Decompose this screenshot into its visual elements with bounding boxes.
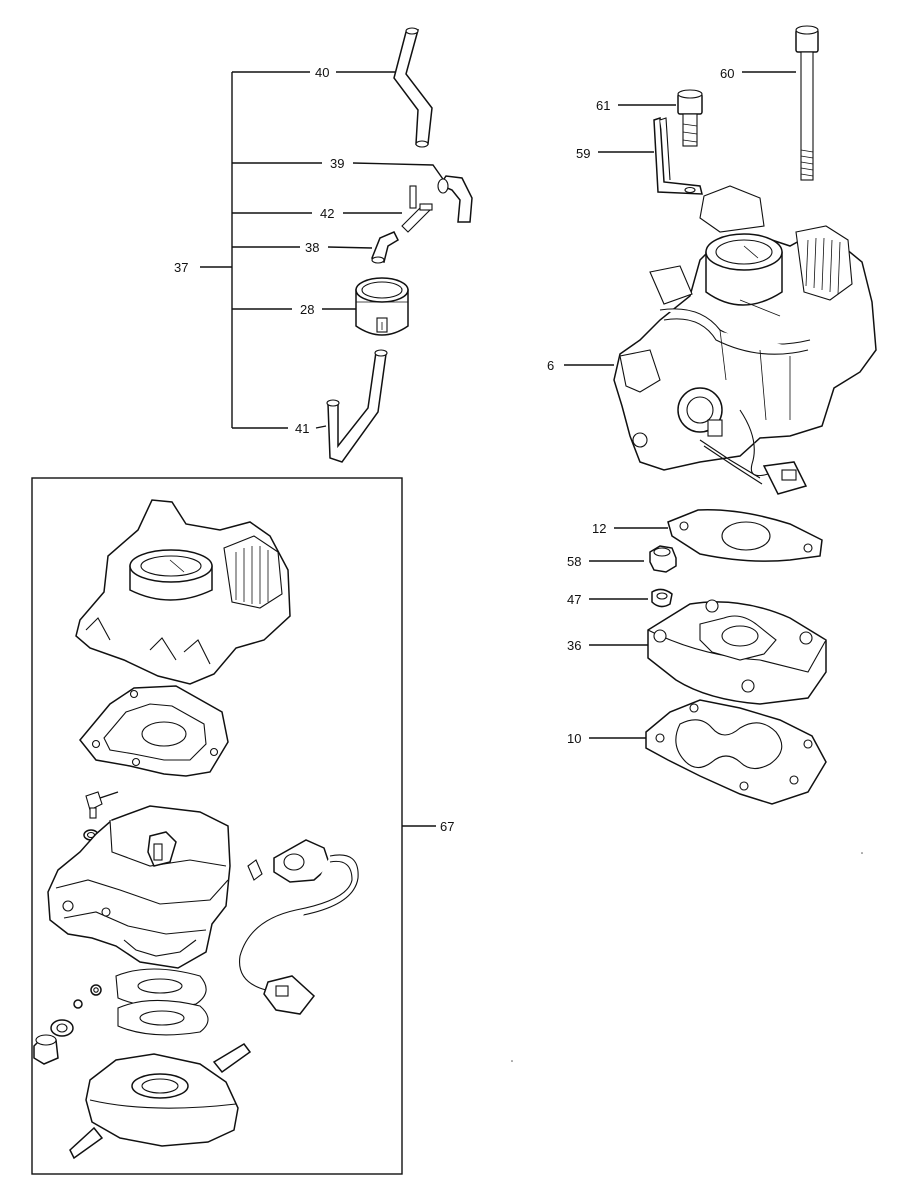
callout-60: 60: [720, 66, 734, 81]
hose-39: [437, 175, 473, 223]
callout-59: 59: [576, 146, 590, 161]
callout-36: 36: [567, 638, 581, 653]
callout-42: 42: [320, 206, 334, 221]
callout-47: 47: [567, 592, 581, 607]
fuel-filter-28: [355, 277, 409, 336]
kit-67-parts: [33, 499, 359, 1160]
callout-38: 38: [305, 240, 319, 255]
insulator-36: [647, 599, 827, 705]
nut-58: [649, 545, 677, 573]
callout-58: 58: [567, 554, 581, 569]
t-joint-42: [401, 185, 433, 233]
callout-37: 37: [174, 260, 188, 275]
hose-group-37: [200, 71, 322, 429]
hose-41: [326, 349, 388, 463]
carburetor-6: [613, 185, 877, 495]
washer-47: [651, 588, 673, 608]
gasket-12: [667, 509, 823, 562]
bolt-60: [795, 25, 819, 181]
callout-10: 10: [567, 731, 581, 746]
callout-12: 12: [592, 521, 606, 536]
callout-28: 28: [300, 302, 314, 317]
gasket-10: [645, 699, 827, 805]
hose-38: [371, 231, 399, 264]
callout-41: 41: [295, 421, 309, 436]
bracket-59: [653, 116, 703, 195]
callout-40: 40: [315, 65, 329, 80]
callout-6: 6: [547, 358, 554, 373]
hose-40: [393, 27, 433, 148]
callout-67: 67: [440, 819, 454, 834]
callout-39: 39: [330, 156, 344, 171]
callout-61: 61: [596, 98, 610, 113]
bolt-61: [677, 89, 703, 147]
